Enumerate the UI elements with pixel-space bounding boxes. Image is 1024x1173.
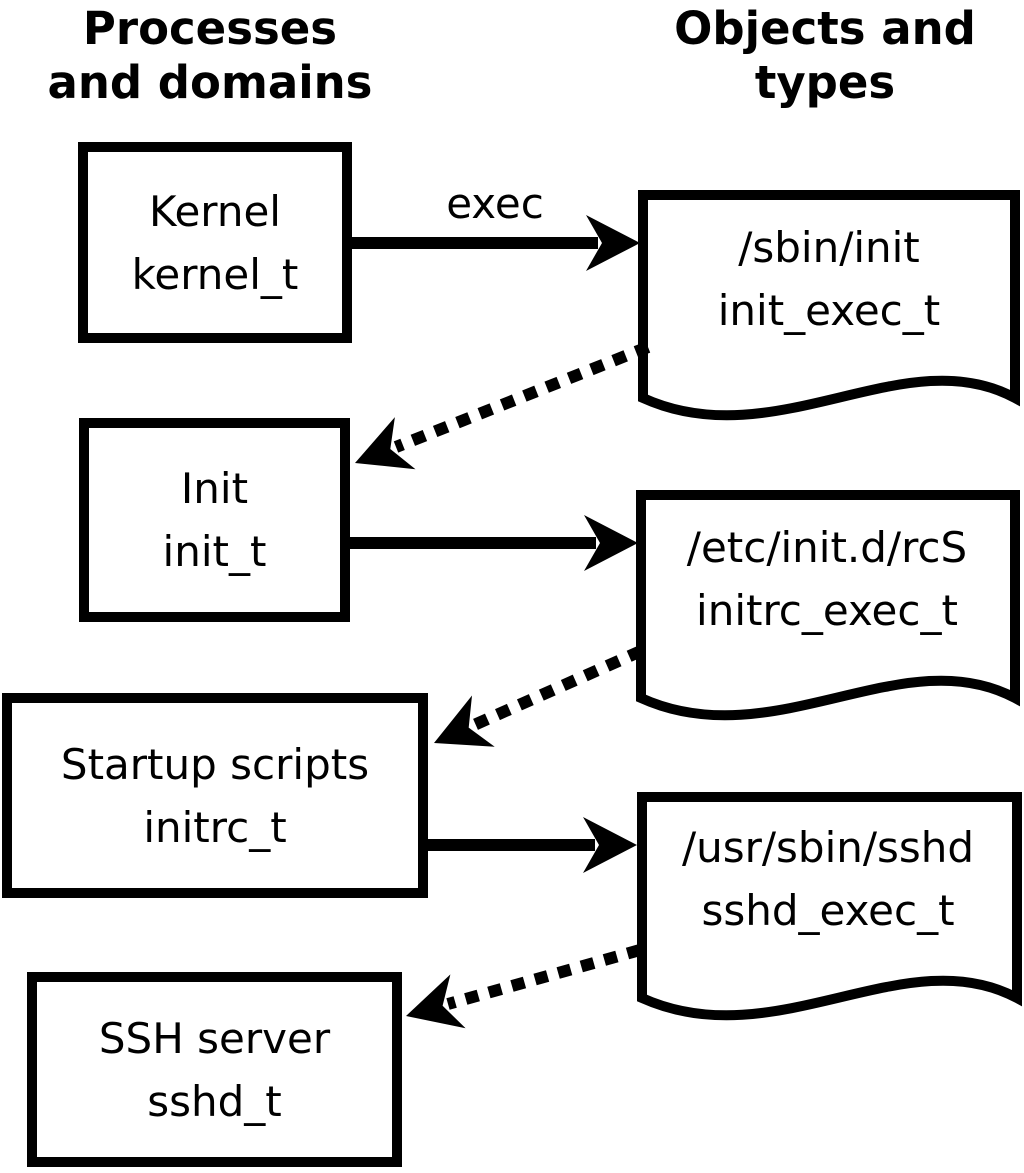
document-shape-sbin-init	[638, 190, 1020, 421]
document-shape-etc-initd-rcs	[636, 490, 1020, 721]
process-box-kernel: Kernel kernel_t	[78, 142, 352, 343]
process-name: SSH server	[98, 1013, 331, 1063]
object-label-sbin-init: /sbin/init init_exec_t	[638, 216, 1020, 342]
document-shape-usr-sbin-sshd	[637, 792, 1022, 1021]
transition-arrow-sshdexec-to-sshd	[446, 944, 642, 1010]
process-box-init: Init init_t	[79, 418, 350, 622]
column-header-objects-line1: Objects and	[674, 2, 976, 55]
transition-arrowhead-rcs-to-initrc	[434, 695, 495, 747]
process-box-ssh-server: SSH server sshd_t	[27, 972, 402, 1167]
exec-arrowhead-init-to-rcs	[584, 515, 638, 571]
process-domain: init_t	[162, 527, 267, 576]
process-domain: sshd_t	[147, 1076, 282, 1126]
process-name: Init	[180, 464, 249, 513]
column-header-objects: Objects and types	[645, 2, 1005, 110]
process-domain: initrc_t	[143, 802, 287, 852]
exec-label: exec	[446, 179, 544, 228]
column-header-processes-line1: Processes	[82, 2, 338, 55]
exec-arrowhead-initrc-to-sshd	[583, 817, 637, 873]
process-name: Startup scripts	[60, 739, 370, 789]
column-header-processes: Processes and domains	[15, 2, 405, 110]
object-path: /sbin/init	[738, 223, 920, 272]
column-header-objects-line2: types	[754, 56, 896, 109]
process-domain: kernel_t	[131, 249, 299, 299]
object-type: init_exec_t	[717, 286, 941, 335]
transition-arrow-sbininit-to-init	[393, 341, 651, 453]
column-header-processes-line2: and domains	[47, 56, 373, 109]
object-path: /etc/init.d/rcS	[686, 523, 968, 572]
object-label-usr-sbin-sshd: /usr/sbin/sshd sshd_exec_t	[637, 816, 1019, 942]
transition-arrowhead-sbininit-to-init	[355, 417, 416, 470]
transition-arrowhead-sshdexec-to-sshd	[406, 974, 466, 1029]
process-name: Kernel	[149, 186, 281, 236]
object-label-etc-initd-rcs: /etc/init.d/rcS initrc_exec_t	[636, 516, 1018, 642]
transition-arrow-rcs-to-initrc	[471, 645, 644, 731]
object-type: initrc_exec_t	[696, 586, 958, 635]
exec-arrowhead-kernel-to-sbininit	[586, 215, 640, 271]
object-path: /usr/sbin/sshd	[681, 823, 975, 872]
process-box-startup-scripts: Startup scripts initrc_t	[2, 693, 428, 898]
object-type: sshd_exec_t	[701, 886, 955, 935]
